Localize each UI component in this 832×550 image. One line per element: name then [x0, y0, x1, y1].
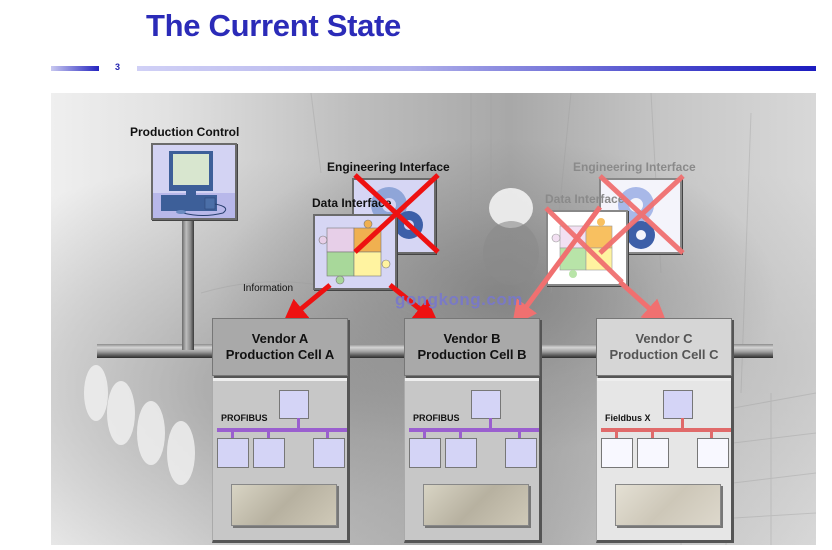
- watermark: gongkong.com: [395, 290, 523, 309]
- transmitter-icon: [637, 438, 669, 468]
- bus-drop: [423, 432, 426, 438]
- vendor-a-cell-panel: PROFIBUS: [212, 378, 350, 543]
- bus-label-b: PROFIBUS: [413, 413, 460, 423]
- vendor-c-cell-panel: Fieldbus X: [596, 378, 734, 543]
- bus-drop: [651, 432, 654, 438]
- plc-icon: [471, 390, 501, 419]
- data-interface-faded-label: Data Interface: [545, 192, 625, 206]
- bus-drop: [681, 418, 684, 428]
- information-label: Information: [243, 283, 294, 294]
- bus-drop: [489, 418, 492, 428]
- bus-drop: [615, 432, 618, 438]
- vendor-a-box: Vendor A Production Cell A: [212, 318, 348, 376]
- plc-icon: [279, 390, 309, 419]
- vendor-b-name: Vendor B: [443, 331, 501, 346]
- plc-icon: [663, 390, 693, 419]
- vendor-b-box: Vendor B Production Cell B: [404, 318, 540, 376]
- arrow-faded-to-vendor-b: [512, 205, 603, 327]
- hmi-panel-icon: [697, 438, 729, 468]
- arrow-faded-to-vendor-c: [618, 280, 668, 325]
- arrow-to-vendor-b: [388, 283, 439, 325]
- bus-drop: [297, 418, 300, 428]
- hmi-panel-icon: [313, 438, 345, 468]
- transmitter-icon: [253, 438, 285, 468]
- header-bar-left: [51, 66, 99, 71]
- bus-drop: [231, 432, 234, 438]
- engineering-interface-faded-label: Engineering Interface: [573, 160, 696, 174]
- header-bar-right: [137, 66, 816, 71]
- vendor-a-cell: Production Cell A: [225, 347, 335, 362]
- engineering-interface-label: Engineering Interface: [327, 160, 450, 174]
- cell-photo-thumbnail: [615, 484, 721, 526]
- vendor-c-cell: Production Cell C: [609, 347, 719, 362]
- production-control-label: Production Control: [130, 125, 240, 139]
- bus-label-c: Fieldbus X: [605, 413, 651, 423]
- bus-drop: [326, 432, 329, 438]
- drive-icon: [217, 438, 249, 468]
- data-interface-label: Data Interface: [312, 196, 392, 210]
- vendor-c-box: Vendor C Production Cell C: [596, 318, 732, 376]
- arrow-to-vendor-a: [282, 283, 332, 325]
- hmi-panel-icon: [505, 438, 537, 468]
- vendor-c-name: Vendor C: [635, 331, 693, 346]
- vendor-b-cell: Production Cell B: [417, 347, 527, 362]
- bus-line-c: [601, 428, 731, 432]
- bus-drop: [459, 432, 462, 438]
- cell-photo-thumbnail: [423, 484, 529, 526]
- drive-icon: [601, 438, 633, 468]
- computer-icon: [151, 143, 237, 220]
- bus-drop: [518, 432, 521, 438]
- cell-photo-thumbnail: [231, 484, 337, 526]
- bus-line-a: [217, 428, 347, 432]
- drive-icon: [409, 438, 441, 468]
- engineering-interface-cross-icon: [353, 173, 440, 254]
- bus-drop: [710, 432, 713, 438]
- bus-label-a: PROFIBUS: [221, 413, 268, 423]
- slide-title: The Current State: [146, 8, 401, 43]
- faded-interfaces-cross-icon: [544, 174, 685, 284]
- bus-line-b: [409, 428, 539, 432]
- production-control-connector: [182, 218, 194, 350]
- vendor-a-name: Vendor A: [251, 331, 309, 346]
- transmitter-icon: [445, 438, 477, 468]
- bus-drop: [267, 432, 270, 438]
- page-number: 3: [115, 62, 121, 72]
- vendor-b-cell-panel: PROFIBUS: [404, 378, 542, 543]
